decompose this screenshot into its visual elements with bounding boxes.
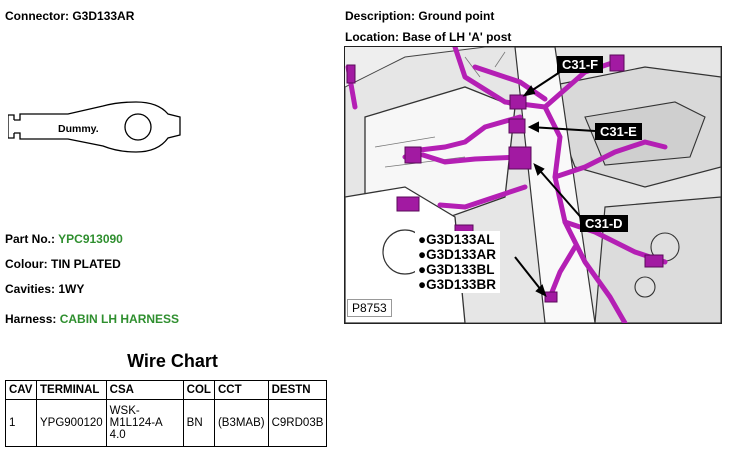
wire-chart-title: Wire Chart bbox=[127, 351, 218, 371]
ground-connector-list: ●G3D133AL ●G3D133AR ●G3D133BL ●G3D133BR bbox=[415, 231, 500, 293]
cavities-line: Cavities: 1WY bbox=[5, 282, 84, 296]
cell-cav: 1 bbox=[5, 399, 37, 447]
list-item: ●G3D133AL bbox=[418, 232, 496, 247]
callout-c31-f: C31-F bbox=[557, 56, 604, 73]
cell-cct: (B3MAB) bbox=[213, 399, 269, 447]
wire-chart-table: CAV TERMINAL CSA COL CCT DESTN 1 YPG9001… bbox=[5, 380, 328, 447]
colour-line: Colour: TIN PLATED bbox=[5, 257, 121, 271]
description-label: Description: bbox=[345, 9, 416, 23]
col-header-csa: CSA bbox=[105, 380, 184, 400]
callout-c31-e: C31-E bbox=[595, 123, 642, 140]
colour-label: Colour: bbox=[5, 257, 48, 271]
connector-line: Connector: G3D133AR bbox=[5, 9, 134, 23]
ring-terminal-icon: Dummy. bbox=[7, 101, 181, 153]
connector-ref: G3D133AR bbox=[426, 247, 496, 262]
bullet-icon: ● bbox=[418, 277, 427, 292]
bullet-icon: ● bbox=[418, 262, 427, 277]
list-item: ●G3D133BL bbox=[418, 262, 496, 277]
harness-label: Harness: bbox=[5, 312, 57, 326]
connector-ref: G3D133AL bbox=[426, 232, 495, 247]
description-line: Description: Ground point bbox=[345, 9, 494, 23]
description-value: Ground point bbox=[418, 9, 495, 23]
col-header-destn: DESTN bbox=[267, 380, 328, 400]
cell-terminal: YPG900120 bbox=[36, 399, 107, 447]
col-header-cct: CCT bbox=[213, 380, 269, 400]
list-item: ●G3D133BR bbox=[418, 277, 496, 292]
harness-line: Harness: CABIN LH HARNESS bbox=[5, 312, 179, 326]
list-item: ●G3D133AR bbox=[418, 247, 496, 262]
terminal-drawing-label: Dummy. bbox=[58, 123, 99, 135]
col-header-terminal: TERMINAL bbox=[36, 380, 107, 400]
wire-chart-header-row: CAV TERMINAL CSA COL CCT DESTN bbox=[5, 380, 328, 400]
cavities-value: 1WY bbox=[58, 282, 85, 296]
location-label: Location: bbox=[345, 30, 399, 44]
harness-link[interactable]: CABIN LH HARNESS bbox=[59, 312, 180, 326]
location-illustration: C31-F C31-E C31-D ●G3D133AL ●G3D133AR ●G… bbox=[344, 46, 722, 324]
cell-csa: WSK-M1L124-A 4.0 bbox=[105, 399, 184, 447]
connector-value: G3D133AR bbox=[72, 9, 135, 23]
bullet-icon: ● bbox=[418, 232, 427, 247]
bullet-icon: ● bbox=[418, 247, 427, 262]
connector-label: Connector: bbox=[5, 9, 69, 23]
part-no-label: Part No.: bbox=[5, 232, 56, 246]
vehicle-structure-illustration bbox=[345, 47, 721, 323]
col-header-cav: CAV bbox=[5, 380, 37, 400]
location-line: Location: Base of LH 'A' post bbox=[345, 30, 511, 44]
cavities-label: Cavities: bbox=[5, 282, 56, 296]
part-no-line: Part No.: YPC913090 bbox=[5, 232, 123, 246]
part-no-link[interactable]: YPC913090 bbox=[58, 232, 123, 246]
location-value: Base of LH 'A' post bbox=[402, 30, 512, 44]
callout-c31-d: C31-D bbox=[580, 215, 628, 232]
col-header-col: COL bbox=[182, 380, 215, 400]
connector-ref: G3D133BR bbox=[426, 277, 496, 292]
illustration-reference: P8753 bbox=[347, 299, 392, 317]
table-row: 1 YPG900120 WSK-M1L124-A 4.0 BN (B3MAB) … bbox=[5, 399, 328, 447]
colour-value: TIN PLATED bbox=[51, 257, 121, 271]
connector-ref: G3D133BL bbox=[426, 262, 495, 277]
cell-col: BN bbox=[182, 399, 215, 447]
cell-destn: C9RD03B bbox=[267, 399, 328, 447]
terminal-drawing: Dummy. bbox=[7, 100, 188, 162]
